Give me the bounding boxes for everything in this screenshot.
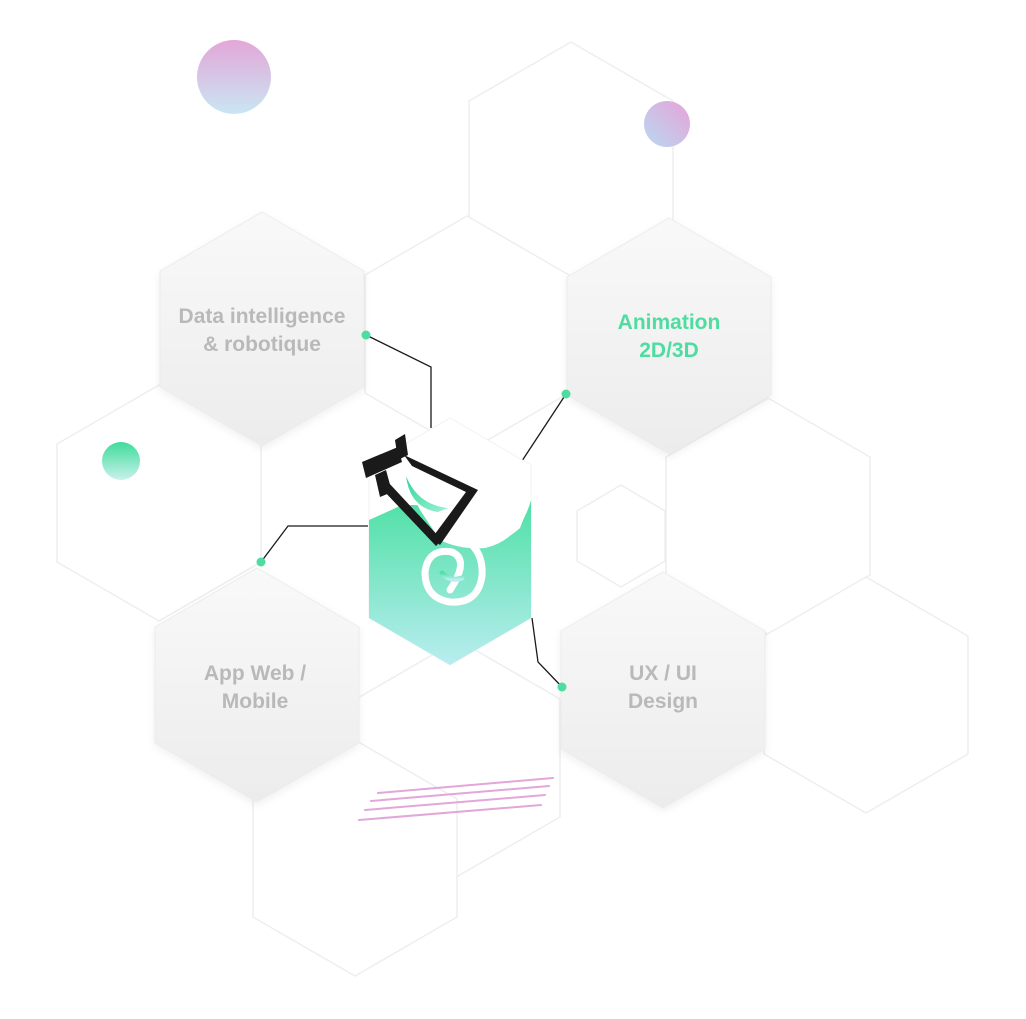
service-label-app-web[interactable]: App Web / Mobile — [145, 660, 365, 716]
service-label-animation[interactable]: Animation 2D/3D — [559, 309, 779, 365]
decor-circle-pink-small — [644, 101, 690, 147]
hex-data-intelligence[interactable] — [159, 211, 365, 447]
connector-ux — [531, 617, 563, 688]
connector-animation — [515, 393, 567, 471]
service-label-line1: Animation — [617, 311, 721, 334]
stripe-line — [358, 804, 542, 821]
service-label-line1: UX / UI — [629, 662, 697, 685]
service-label-line2: Mobile — [221, 690, 289, 713]
stripe-line — [370, 785, 550, 802]
chameleon-eye-iris — [406, 476, 448, 512]
stripe-line — [377, 777, 554, 794]
background-hex-grid — [56, 41, 969, 977]
service-label-data-intelligence[interactable]: Data intelligence & robotique — [152, 303, 372, 359]
connector-dot-app — [256, 557, 266, 567]
connector-dot-data — [361, 330, 371, 340]
chameleon-body — [369, 500, 531, 665]
connector-data — [365, 334, 432, 428]
hex-animation[interactable] — [566, 217, 772, 455]
connector-dot-animation — [561, 389, 571, 399]
service-label-line2: & robotique — [203, 333, 321, 356]
hex-ux-ui[interactable] — [560, 571, 766, 809]
decor-pink-stripes — [358, 777, 554, 821]
small-outline-hex — [576, 484, 666, 588]
chameleon-tail-spiral — [421, 531, 486, 606]
decor-circle-green — [102, 442, 140, 480]
connector-lines — [260, 334, 567, 688]
service-label-line2: Design — [627, 690, 698, 713]
stripe-line — [364, 794, 546, 811]
chameleon-eye-frame — [362, 434, 478, 546]
service-label-line1: Data intelligence — [178, 305, 346, 328]
connector-dot-ux — [557, 682, 567, 692]
service-label-line2: 2D/3D — [639, 339, 699, 362]
service-label-line1: App Web / — [203, 662, 307, 685]
decor-circle-pink-large — [197, 40, 271, 114]
connector-app — [260, 525, 368, 563]
service-label-ux-ui[interactable]: UX / UI Design — [553, 660, 773, 716]
chameleon-logo-icon — [362, 417, 532, 666]
hex-app-web[interactable] — [154, 567, 360, 803]
